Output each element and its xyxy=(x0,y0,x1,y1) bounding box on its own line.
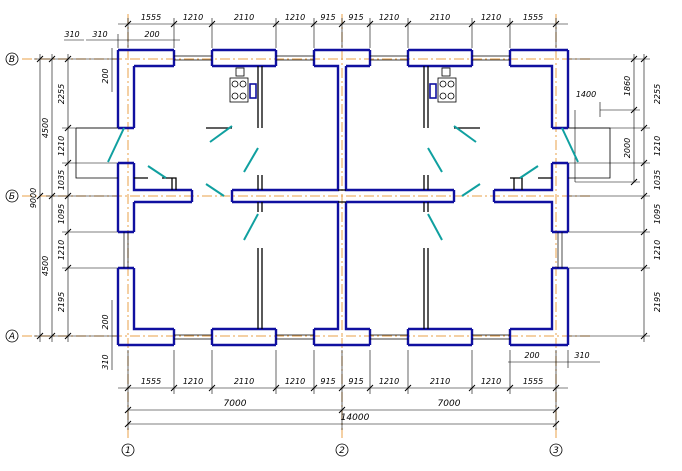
axis-bubble-3 xyxy=(549,443,563,457)
axis-label-b: Б xyxy=(9,192,15,202)
dim-top-10: 1555 xyxy=(523,13,543,22)
dim-left-half-top: 4500 xyxy=(41,118,50,138)
dim-right-5: 1210 xyxy=(653,240,662,260)
dim-top-5: 915 xyxy=(320,13,335,22)
dim-right-3: 1035 xyxy=(653,170,662,190)
dim-bot-8: 2110 xyxy=(430,377,450,386)
dim-bot-half-1: 7000 xyxy=(224,399,247,409)
dim-top-left-310-b: 310 xyxy=(92,30,107,39)
top-dimensions: 1555 1210 2110 1210 915 915 1210 2110 12… xyxy=(141,13,543,22)
dim-left-200-bottom: 200 xyxy=(101,314,110,329)
axis-bubble-1 xyxy=(121,443,135,457)
dim-top-7: 1210 xyxy=(379,13,399,22)
axis-label-2: 2 xyxy=(339,446,345,456)
dim-bot-6: 915 xyxy=(348,377,363,386)
dim-top-9: 1210 xyxy=(481,13,501,22)
dim-left-4: 1095 xyxy=(57,204,66,224)
dim-right-1: 2255 xyxy=(653,84,662,104)
dim-left-5: 1210 xyxy=(57,240,66,260)
dim-right-2: 1210 xyxy=(653,136,662,156)
walls xyxy=(116,48,570,347)
dim-bot-7: 1210 xyxy=(379,377,399,386)
dim-bot-9: 1210 xyxy=(481,377,501,386)
kitchen-sink-left xyxy=(249,83,257,99)
partitions xyxy=(134,66,552,329)
kitchen-stove-right xyxy=(437,67,457,103)
dim-bot-1: 1555 xyxy=(141,377,161,386)
dim-bottom-right-310: 310 xyxy=(574,351,589,360)
dimension-ticks xyxy=(36,20,648,428)
dim-right-1400: 1400 xyxy=(576,90,596,99)
dim-bot-total: 14000 xyxy=(341,413,370,423)
axis-label-a: А xyxy=(8,332,15,342)
dim-top-4: 1210 xyxy=(285,13,305,22)
dim-bot-10: 1555 xyxy=(523,377,543,386)
axis-bubbles xyxy=(5,52,563,457)
dim-left-total: 9000 xyxy=(29,188,38,208)
dim-left-310-bottom: 310 xyxy=(101,354,110,369)
axis-label-1: 1 xyxy=(125,446,131,456)
dim-left-3: 1035 xyxy=(57,170,66,190)
dim-right-4: 1095 xyxy=(653,204,662,224)
window-glazing xyxy=(123,55,563,340)
axis-label-v: В xyxy=(9,55,15,65)
axis-bubble-2 xyxy=(335,443,349,457)
dim-top-6: 915 xyxy=(348,13,363,22)
dim-left-200-top: 200 xyxy=(101,68,110,83)
axis-bubble-b xyxy=(5,189,19,203)
dim-right-1860: 1860 xyxy=(623,76,632,96)
dim-bot-4: 1210 xyxy=(285,377,305,386)
dim-left-half-bottom: 4500 xyxy=(41,256,50,276)
dim-left-6: 2195 xyxy=(57,292,66,312)
kitchen-stove-left xyxy=(229,67,249,103)
exterior-lines xyxy=(75,127,611,179)
dim-top-left-200: 200 xyxy=(144,30,159,39)
dimension-lines xyxy=(34,18,650,430)
dim-top-1: 1555 xyxy=(141,13,161,22)
dim-bot-2: 1210 xyxy=(183,377,203,386)
axis-label-3: 3 xyxy=(553,446,559,456)
dim-left-1: 2255 xyxy=(57,84,66,104)
dim-right-2000: 2000 xyxy=(623,138,632,158)
dim-right-6: 2195 xyxy=(653,292,662,312)
axis-bubble-v xyxy=(5,52,19,66)
kitchen-sink-right xyxy=(429,83,437,99)
dim-bottom-right-200: 200 xyxy=(524,351,539,360)
dim-top-3: 2110 xyxy=(234,13,254,22)
axis-bubble-a xyxy=(5,329,19,343)
dim-bot-5: 915 xyxy=(320,377,335,386)
dim-left-2: 1210 xyxy=(57,136,66,156)
dim-top-left-310-a: 310 xyxy=(64,30,79,39)
dim-bot-half-2: 7000 xyxy=(438,399,461,409)
dim-top-8: 2110 xyxy=(430,13,450,22)
dim-bot-3: 2110 xyxy=(234,377,254,386)
bottom-dimensions: 1555 1210 2110 1210 915 915 1210 2110 12… xyxy=(141,377,543,423)
door-swings xyxy=(107,125,579,241)
dim-top-2: 1210 xyxy=(183,13,203,22)
